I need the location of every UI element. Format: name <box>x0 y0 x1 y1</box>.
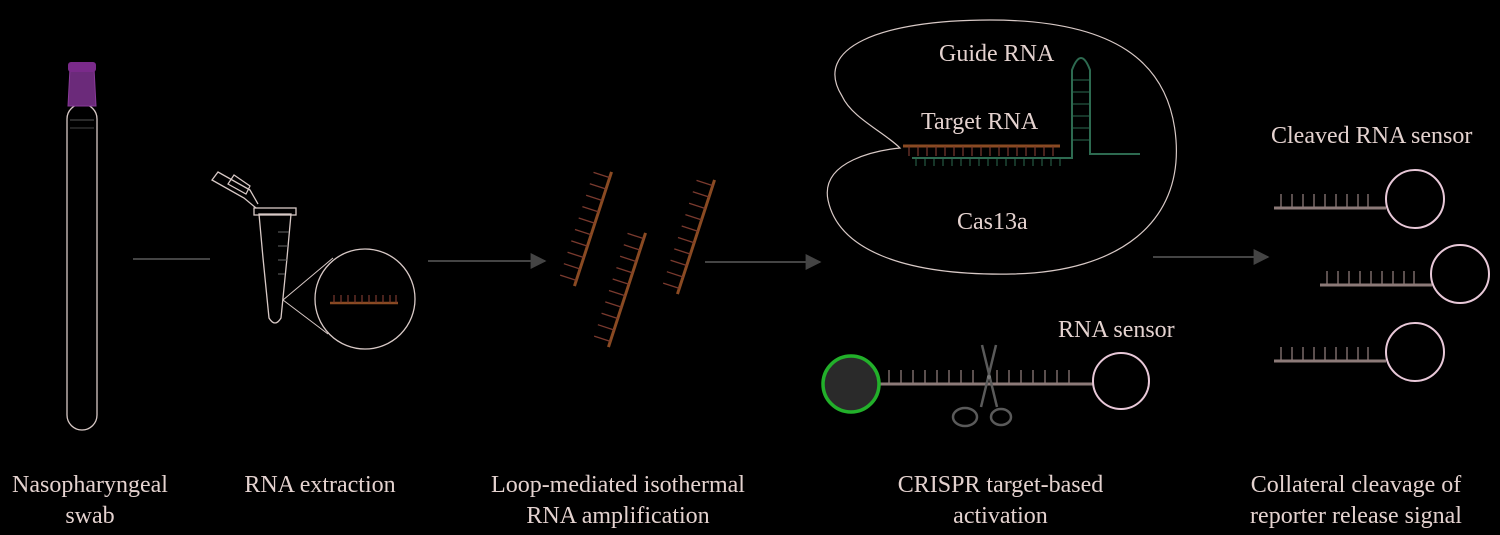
cas13a-protein-icon <box>826 19 1177 275</box>
amplified-rna-strands <box>559 171 716 348</box>
quencher-icon <box>1385 322 1445 382</box>
fluorophore-icon <box>821 354 881 414</box>
quencher-icon <box>1385 169 1445 229</box>
rna-strand-icon <box>662 179 716 295</box>
rna-strand-icon <box>593 232 647 348</box>
cleaved-rna-sensor-icon <box>1274 322 1445 382</box>
rna-strand-icon <box>330 295 398 305</box>
guide-rna-label: Guide RNA <box>939 41 1055 67</box>
cleaved-rna-sensor-label: Cleaved RNA sensor <box>1271 123 1473 149</box>
rna-strand-icon <box>559 171 613 287</box>
target-rna-label: Target RNA <box>921 109 1039 135</box>
target-rna-strand-icon <box>903 144 1060 156</box>
cas13a-label: Cas13a <box>957 209 1028 235</box>
cleaved-rna-sensor-icon <box>1274 169 1445 229</box>
rna-sensor-icon <box>821 352 1150 414</box>
swab-tube-icon <box>66 62 98 431</box>
quencher-icon <box>1092 352 1150 410</box>
magnifier-circle-icon <box>282 248 416 350</box>
rna-sensor-label: RNA sensor <box>1058 317 1175 343</box>
quencher-icon <box>1430 244 1490 304</box>
guide-rna-icon <box>912 57 1140 166</box>
scissors-icon <box>951 344 1013 428</box>
microcentrifuge-tube-icon <box>211 171 297 324</box>
cleaved-rna-sensor-icon <box>1320 244 1490 304</box>
step-label-rna-extraction: RNA extraction <box>244 472 396 498</box>
